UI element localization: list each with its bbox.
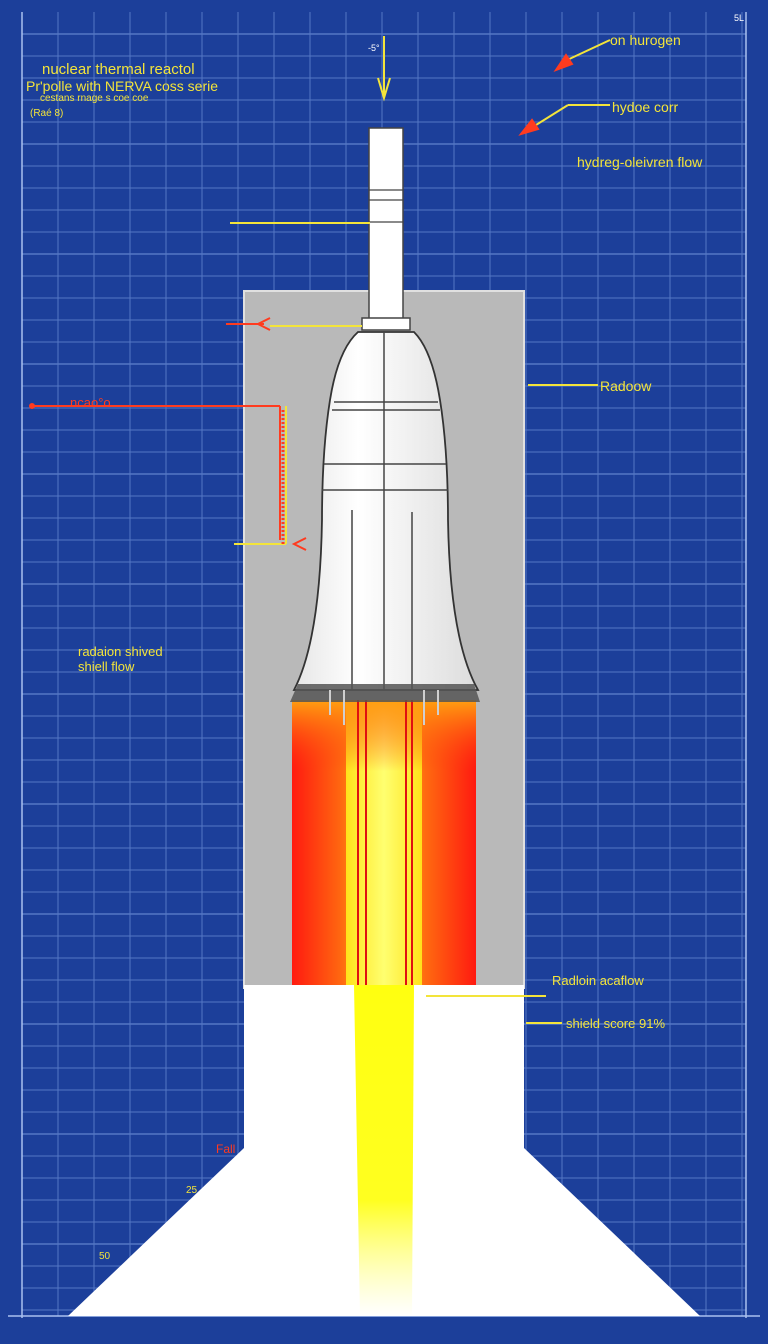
flame-streaks	[357, 700, 413, 993]
label-number-50: 50	[99, 1251, 111, 1262]
label-corner-top-right: 5L	[734, 13, 745, 23]
label-on-hydrogen: on hurogen	[610, 32, 681, 48]
label-red-left: ncao°o	[70, 395, 111, 410]
label-hydroe-corr: hydoe corr	[612, 99, 679, 115]
title-line-3: cestans rnage s coe coe	[40, 93, 149, 104]
label-red-bottom: Fall	[216, 1142, 236, 1156]
annotation-lines-red	[30, 323, 281, 540]
label-shield-flow: shiell flow	[78, 659, 135, 674]
label-hydrogen-flow: hydreg-oleivren flow	[577, 154, 703, 170]
exhaust-jet	[354, 985, 414, 1316]
label-radiation-right: Radoow	[600, 378, 652, 394]
label-number-25: 25	[186, 1185, 198, 1196]
top-marker-label: -5°	[368, 43, 380, 53]
label-shield-score: shield score 91%	[566, 1016, 665, 1031]
title-line-4: (Raé 8)	[30, 108, 64, 119]
label-radiation-aceflow: Radloin acaflow	[552, 973, 644, 988]
label-radiation-shield: radaion shived	[78, 644, 163, 659]
title-line-2: Pr'polle with NERVA coss seriе	[26, 78, 219, 94]
title-line-1: nuclear thermal reactol	[42, 61, 195, 78]
flame-top-glow	[292, 700, 476, 985]
arrowheads	[29, 53, 574, 551]
rocket-body	[290, 127, 480, 725]
